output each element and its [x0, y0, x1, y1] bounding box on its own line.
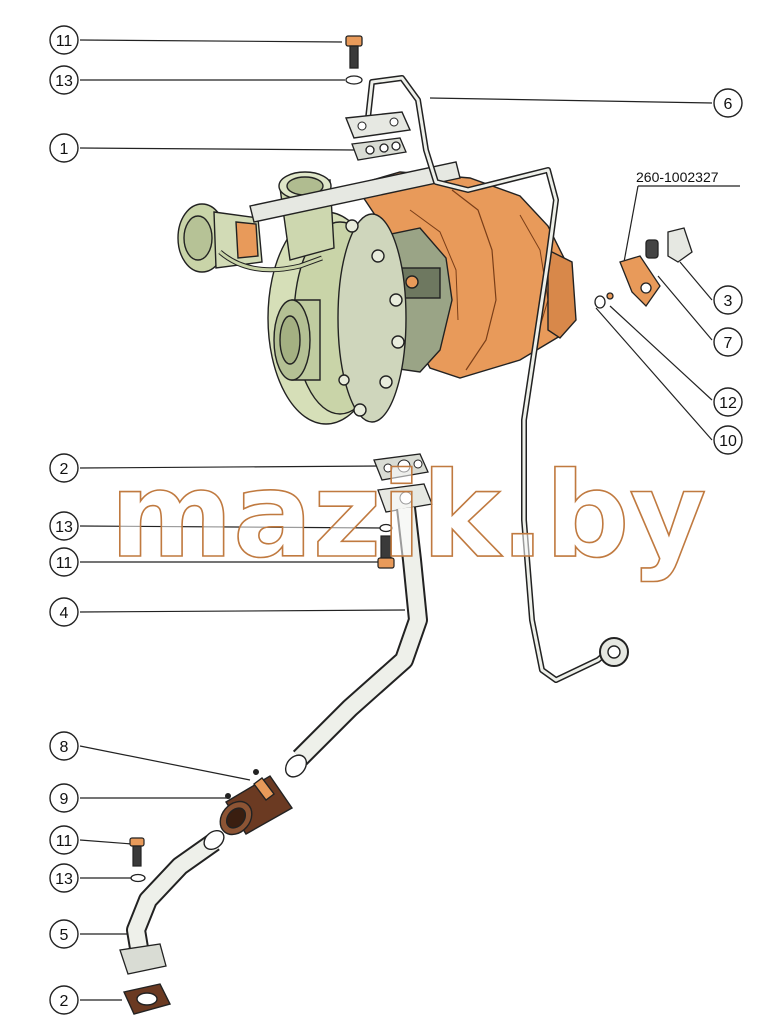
- turbocharger: [177, 161, 577, 425]
- callouts: 11 13 1 6 3 7 12 10: [49, 25, 743, 1015]
- callout-13-mid: 13: [49, 511, 79, 541]
- gasket-top: [351, 137, 407, 161]
- callout-2-bottom: 2: [49, 985, 79, 1015]
- svg-text:11: 11: [56, 555, 73, 572]
- rubber-hose: [219, 775, 294, 836]
- svg-text:13: 13: [55, 871, 73, 888]
- ring: [594, 295, 606, 309]
- svg-text:11: 11: [56, 33, 73, 50]
- bolt-top: [345, 35, 363, 69]
- svg-text:8: 8: [60, 739, 69, 756]
- washer-bottom: [130, 873, 146, 883]
- callout-13-bottom: 13: [49, 863, 79, 893]
- callout-11-bottom: 11: [49, 825, 79, 855]
- callout-8: 8: [49, 731, 79, 761]
- bolt-mid: [377, 535, 395, 569]
- svg-text:2: 2: [60, 461, 69, 478]
- callout-13-top: 13: [49, 65, 79, 95]
- watermark: mazik.by: [110, 446, 706, 584]
- callout-6: 6: [713, 88, 743, 118]
- svg-text:5: 5: [60, 927, 69, 944]
- leader-lines: [79, 39, 740, 1001]
- svg-text:10: 10: [719, 433, 737, 450]
- svg-text:11: 11: [56, 833, 73, 850]
- callout-2-mid: 2: [49, 453, 79, 483]
- bolt-bottom: [129, 837, 145, 867]
- callout-5: 5: [49, 919, 79, 949]
- callout-7: 7: [713, 327, 743, 357]
- svg-text:3: 3: [724, 293, 733, 310]
- callout-11-mid: 11: [49, 547, 79, 577]
- clamp-bracket: [667, 227, 693, 263]
- callout-9: 9: [49, 783, 79, 813]
- svg-text:1: 1: [60, 141, 69, 158]
- callout-4: 4: [49, 597, 79, 627]
- svg-text:13: 13: [55, 519, 73, 536]
- callout-3: 3: [713, 285, 743, 315]
- oil-supply-tube: [345, 75, 629, 683]
- reference-part-number: 260-1002327: [636, 169, 719, 185]
- callout-11-top: 11: [49, 25, 79, 55]
- plate: [619, 255, 661, 308]
- lower-drain-pipe: [119, 829, 225, 975]
- callout-10: 10: [713, 425, 743, 455]
- washer-top: [345, 75, 363, 85]
- small-parts-right: [594, 227, 693, 309]
- svg-text:7: 7: [724, 335, 733, 352]
- svg-text:6: 6: [724, 96, 733, 113]
- svg-text:4: 4: [60, 605, 69, 622]
- callout-1: 1: [49, 133, 79, 163]
- oil-drain-pipe: [284, 453, 433, 778]
- hose-clamp: [225, 769, 259, 799]
- washer-mid: [379, 523, 393, 533]
- rubber-bushing: [645, 239, 659, 259]
- svg-text:12: 12: [719, 395, 737, 412]
- wastegate-actuator: [177, 203, 323, 273]
- svg-text:2: 2: [60, 993, 69, 1010]
- svg-text:13: 13: [55, 73, 73, 90]
- callout-12: 12: [713, 387, 743, 417]
- gasket-bottom: [123, 983, 172, 1015]
- svg-text:9: 9: [60, 791, 69, 808]
